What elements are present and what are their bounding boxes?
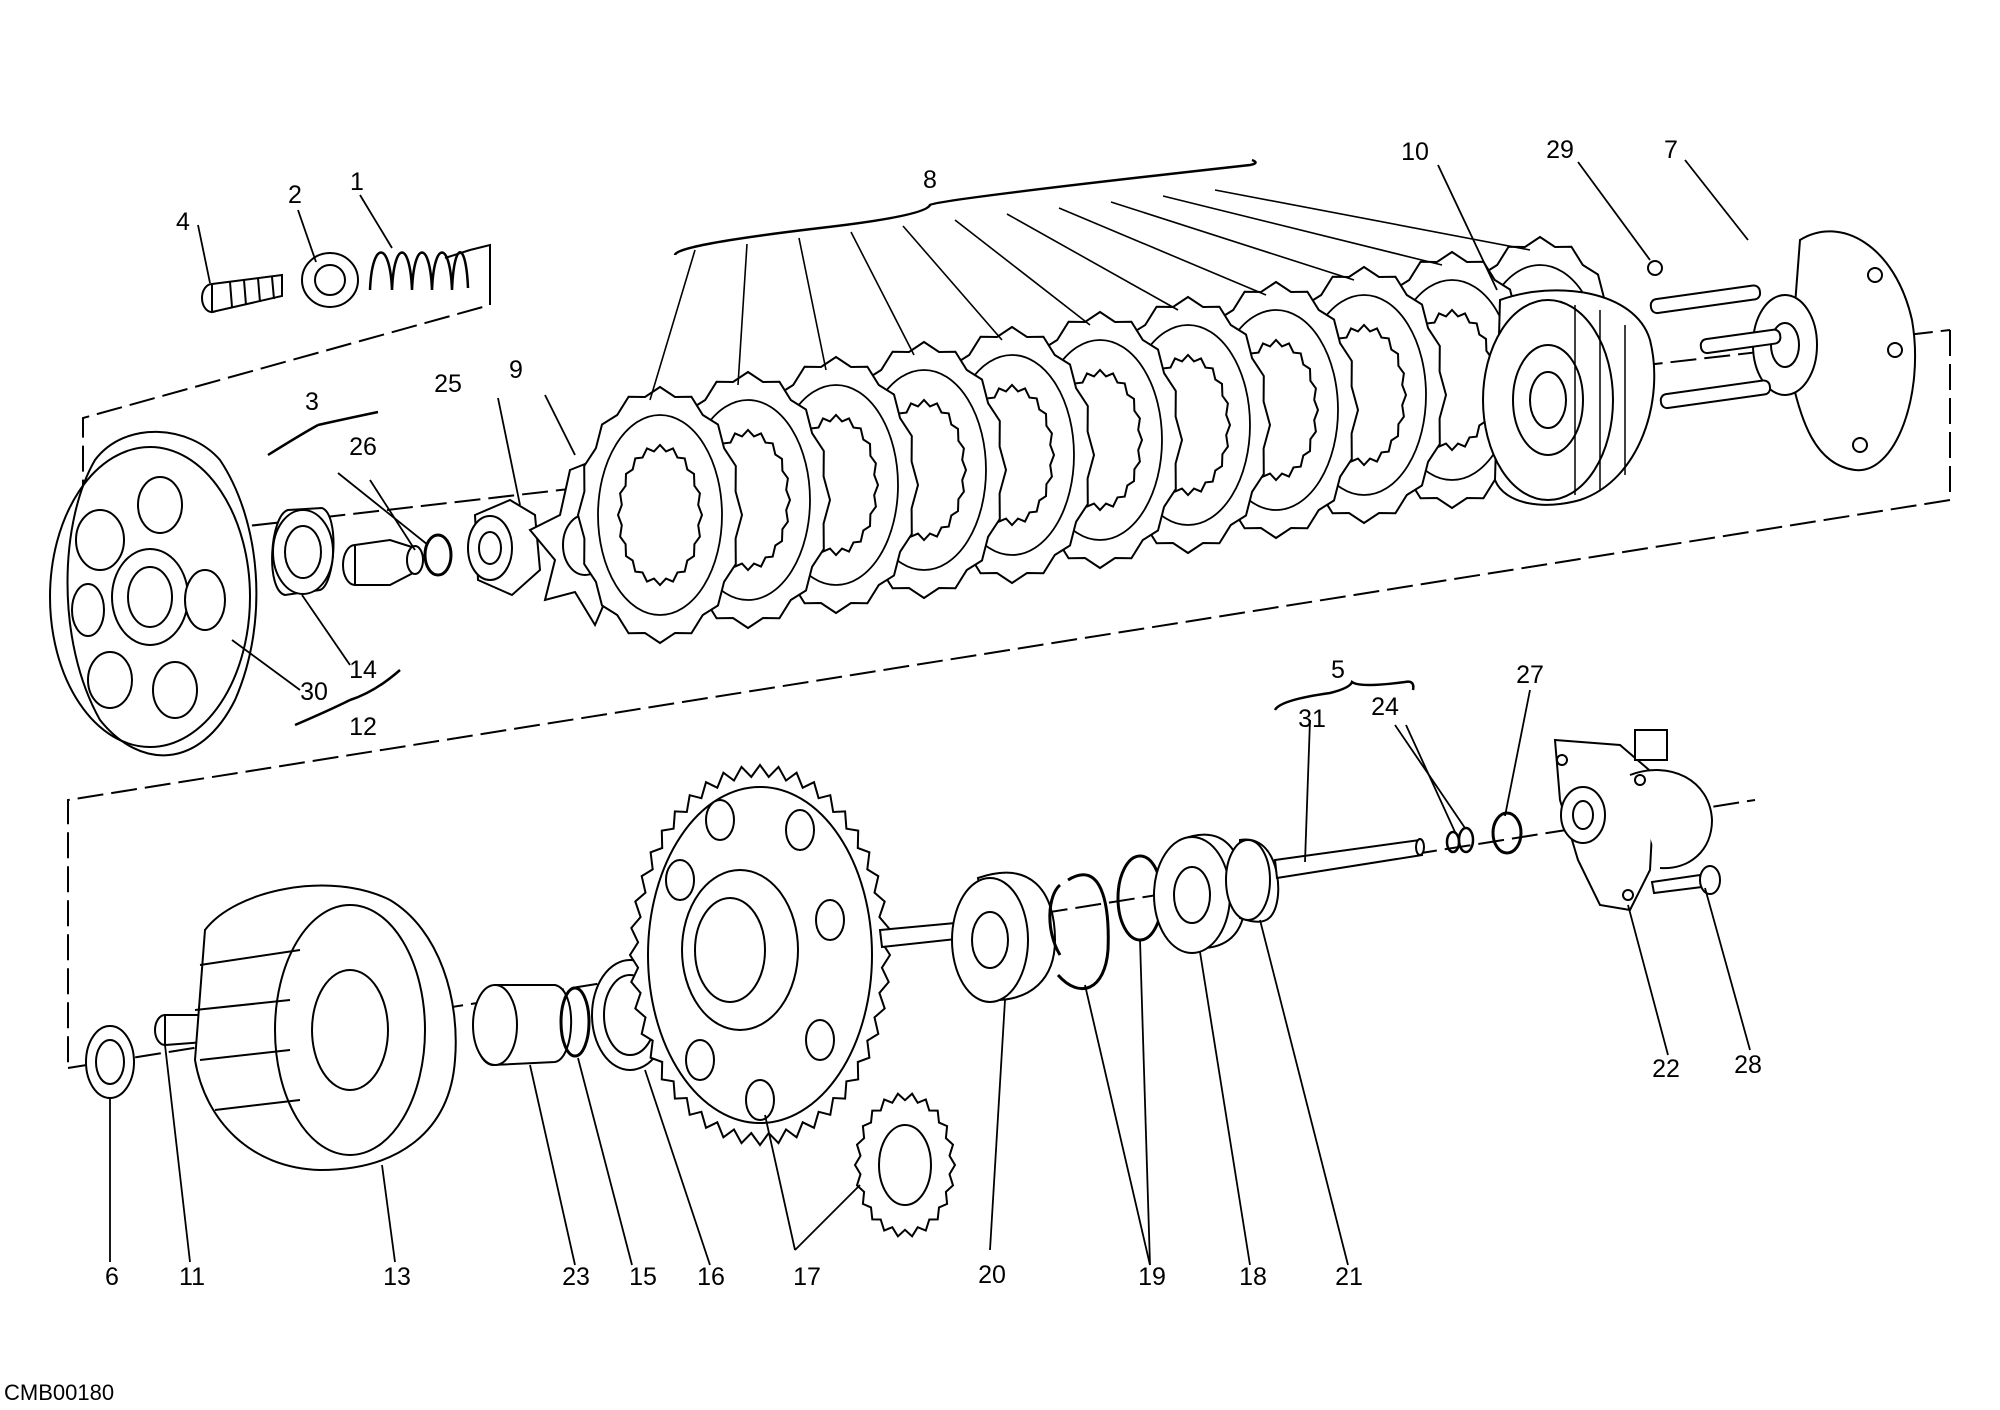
- clutch-plate: [576, 385, 744, 645]
- callout-14: 14: [349, 656, 377, 684]
- callout-12: 12: [349, 713, 377, 741]
- callout-31: 31: [1298, 705, 1326, 733]
- callout-7: 7: [1664, 136, 1678, 164]
- clutch-hub-part-10: [1482, 289, 1656, 506]
- callout-4: 4: [176, 208, 190, 236]
- nut-part-25: [467, 498, 542, 597]
- callout-24: 24: [1371, 693, 1399, 721]
- clutch-housing-part-13: [193, 884, 457, 1172]
- callout-21: 21: [1335, 1263, 1363, 1291]
- gear-lightening-hole: [805, 1019, 835, 1061]
- bolt-part-28: [1650, 865, 1721, 895]
- gear-bore: [694, 897, 766, 1003]
- push-piece-part-3: [342, 538, 424, 586]
- diagram-code: CMB00180: [4, 1380, 115, 1405]
- spacer-part-21: [1225, 838, 1280, 923]
- bushing-part-23: [472, 984, 573, 1067]
- gear-lightening-hole: [685, 1039, 715, 1081]
- leader-lines: [109, 159, 1751, 1266]
- gear-lightening-hole: [785, 809, 815, 851]
- o-ring-part-27: [1491, 811, 1523, 855]
- bolt-part-4: [201, 273, 283, 314]
- o-ring-part-26: [423, 533, 453, 577]
- primary-drive-pinion-part-17: [853, 1092, 957, 1238]
- gear-rim: [647, 786, 873, 1124]
- callout-8: 8: [923, 166, 937, 194]
- callout-29: 29: [1546, 136, 1574, 164]
- callout-11: 11: [179, 1263, 205, 1291]
- callout-20: 20: [978, 1261, 1006, 1289]
- callout-5: 5: [1331, 656, 1345, 684]
- circlip-part-19a: [1048, 873, 1110, 991]
- ball-part-29: [1647, 260, 1663, 276]
- callout-labels: 1 2 3 4 5 6 7 8 9 10 11 12 13 14 15 16 1…: [105, 136, 1762, 1291]
- group-brackets: [267, 158, 1415, 727]
- clutch-plate-stack-part-8: [576, 189, 1624, 645]
- primary-driven-gear-part-17: [628, 763, 892, 1147]
- gear-lightening-hole: [815, 899, 845, 941]
- spring-washer-part-2: [301, 252, 359, 308]
- gear-lightening-hole: [665, 859, 695, 901]
- callout-28: 28: [1734, 1051, 1762, 1079]
- callout-16: 16: [697, 1263, 725, 1291]
- callout-1: 1: [350, 168, 364, 196]
- callout-25: 25: [434, 370, 462, 398]
- gear-lightening-hole: [705, 799, 735, 841]
- seal-part-24a: [1445, 830, 1461, 854]
- callout-13: 13: [383, 1263, 411, 1291]
- callout-23: 23: [562, 1263, 590, 1291]
- callout-15: 15: [629, 1263, 657, 1291]
- clutch-drum-part-7: [1649, 230, 1916, 472]
- pressure-plate-part-30: [49, 430, 258, 757]
- callout-3: 3: [305, 388, 319, 416]
- gear-lightening-hole: [745, 1079, 775, 1121]
- o-ring-part-15: [559, 986, 591, 1058]
- shim-washer-part-6: [85, 1025, 135, 1099]
- callout-22: 22: [1652, 1055, 1680, 1083]
- bearing-part-20: [951, 871, 1057, 1003]
- bearing-part-14: [271, 506, 335, 597]
- callout-10: 10: [1401, 138, 1429, 166]
- callout-26: 26: [349, 433, 377, 461]
- pinion-bore: [878, 1124, 932, 1206]
- callout-19: 19: [1138, 1263, 1166, 1291]
- callout-18: 18: [1239, 1263, 1267, 1291]
- clutch-slave-cylinder-part-22: [1553, 729, 1714, 912]
- clutch-spring-part-1: [368, 251, 470, 291]
- callout-6: 6: [105, 1263, 119, 1291]
- pushrod-part-31: [1273, 838, 1425, 880]
- plate-inner-teeth: [616, 443, 704, 587]
- plate-leader-lines: [649, 189, 1531, 401]
- callout-2: 2: [288, 181, 302, 209]
- seal-part-24b: [1457, 826, 1475, 854]
- callout-9: 9: [509, 356, 523, 384]
- callout-30: 30: [300, 678, 328, 706]
- callout-17: 17: [793, 1263, 821, 1291]
- callout-27: 27: [1516, 661, 1544, 689]
